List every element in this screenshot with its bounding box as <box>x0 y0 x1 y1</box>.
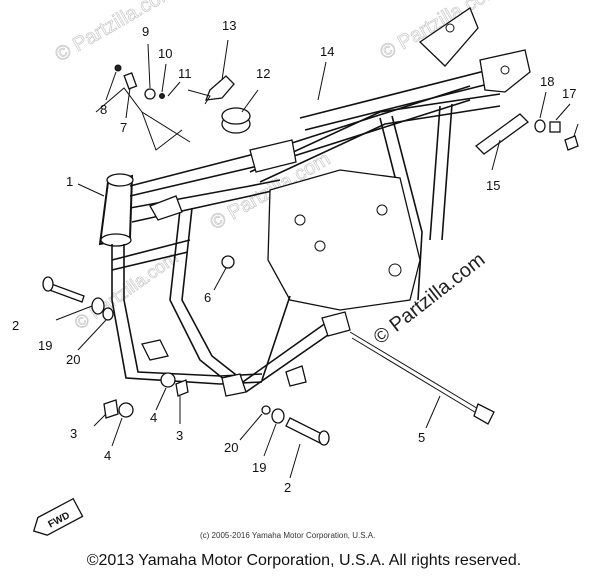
rear-downtube-right-2 <box>441 103 453 241</box>
callout-15: 15 <box>486 178 500 193</box>
rear-bracket-lower <box>479 49 531 93</box>
lower-cradle-2 <box>245 327 339 393</box>
part-15-bracket <box>475 113 529 155</box>
gusset-hole-3 <box>376 204 388 216</box>
part-11-wire <box>187 89 211 105</box>
part-4-nut-upper <box>160 372 176 388</box>
steering-head-top <box>106 173 134 187</box>
front-bracket <box>149 195 183 221</box>
steering-head-bottom <box>100 233 132 247</box>
callout-19-right: 19 <box>252 460 266 475</box>
part-17-nut <box>549 121 561 133</box>
callout-6: 6 <box>204 290 211 305</box>
engine-mount-front <box>221 373 247 397</box>
callout-11: 11 <box>178 66 192 81</box>
part-5-shaft <box>349 331 481 411</box>
rear-downtube-left-2 <box>391 115 423 301</box>
callout-14: 14 <box>320 44 334 59</box>
part-6-nut <box>221 255 235 269</box>
footer-copyright: ©2013 Yamaha Motor Corporation, U.S.A. A… <box>86 552 522 569</box>
leader-lines <box>55 39 579 479</box>
callout-12: 12 <box>256 66 270 81</box>
callout-8: 8 <box>100 102 107 117</box>
part-9-washer <box>144 88 156 100</box>
part-5-bolt-head <box>473 403 495 425</box>
part-4-nut-lower <box>118 402 134 418</box>
part-20-spacer-left <box>102 307 114 321</box>
callout-3-right: 3 <box>176 428 183 443</box>
gusset-hole-2 <box>314 240 326 252</box>
callout-18: 18 <box>540 74 554 89</box>
engine-mount-bracket <box>285 365 307 387</box>
part-18-washer <box>534 119 546 133</box>
part-19-washer-left <box>91 297 105 315</box>
callout-5: 5 <box>418 430 425 445</box>
front-downtube-left-2 <box>123 244 263 377</box>
callout-4-upper: 4 <box>150 410 157 425</box>
bolt-head-right <box>318 430 330 446</box>
rear-bracket-upper <box>418 7 479 67</box>
part-8-bolt <box>114 64 122 72</box>
watermark-left-faint: © Partzilla.com <box>71 247 182 333</box>
callout-20-right: 20 <box>224 440 238 455</box>
center-gusset-plate <box>267 169 421 311</box>
part-3-plate-left <box>103 399 119 419</box>
callout-7: 7 <box>120 120 127 135</box>
front-downtube-right <box>169 209 231 385</box>
part-12-grommet <box>221 107 251 134</box>
callout-10: 10 <box>158 46 172 61</box>
swingarm-pivot-bracket <box>321 311 351 337</box>
cross-tube-front-2 <box>111 251 189 271</box>
callout-2-right: 2 <box>284 480 291 495</box>
callout-3-left: 3 <box>70 426 77 441</box>
seat-rail-mid-2 <box>259 105 501 183</box>
part-19-washer-right <box>271 408 285 424</box>
bracket-hole-2 <box>500 65 510 75</box>
lower-cradle <box>239 319 331 385</box>
part-3-plate-right <box>175 379 189 397</box>
front-downtube-right-2 <box>181 207 241 379</box>
callout-4-lower: 4 <box>104 448 111 463</box>
part-5-shaft-2 <box>351 337 479 415</box>
bolt-head-left <box>42 276 54 292</box>
callout-2-left: 2 <box>12 318 19 333</box>
rear-downtube-right <box>429 105 441 241</box>
callout-17: 17 <box>562 86 576 101</box>
callout-19-left: 19 <box>38 338 52 353</box>
part-20-spacer-right <box>261 405 271 415</box>
callout-1: 1 <box>66 174 73 189</box>
frame-assembly <box>98 7 531 397</box>
part-10-nut <box>159 93 165 99</box>
small-copyright: (c) 2005-2016 Yamaha Motor Corporation, … <box>200 531 375 540</box>
callout-9: 9 <box>142 24 149 39</box>
engine-mount-tube <box>261 295 291 381</box>
fwd-arrow: FWD <box>32 497 84 536</box>
callout-13: 13 <box>222 18 236 33</box>
engine-mount-left <box>141 339 169 361</box>
gusset-hole-4 <box>388 263 402 277</box>
bracket-hole-1 <box>445 23 455 33</box>
callout-20-left: 20 <box>66 352 80 367</box>
part-7-spacer <box>123 72 138 90</box>
fwd-arrow-shape <box>32 497 84 536</box>
gusset-hole-1 <box>294 214 306 226</box>
coil-bracket <box>249 139 297 173</box>
cross-tube-front <box>111 239 191 261</box>
part-13-clip <box>204 75 235 101</box>
part-16-bolt <box>564 135 579 151</box>
